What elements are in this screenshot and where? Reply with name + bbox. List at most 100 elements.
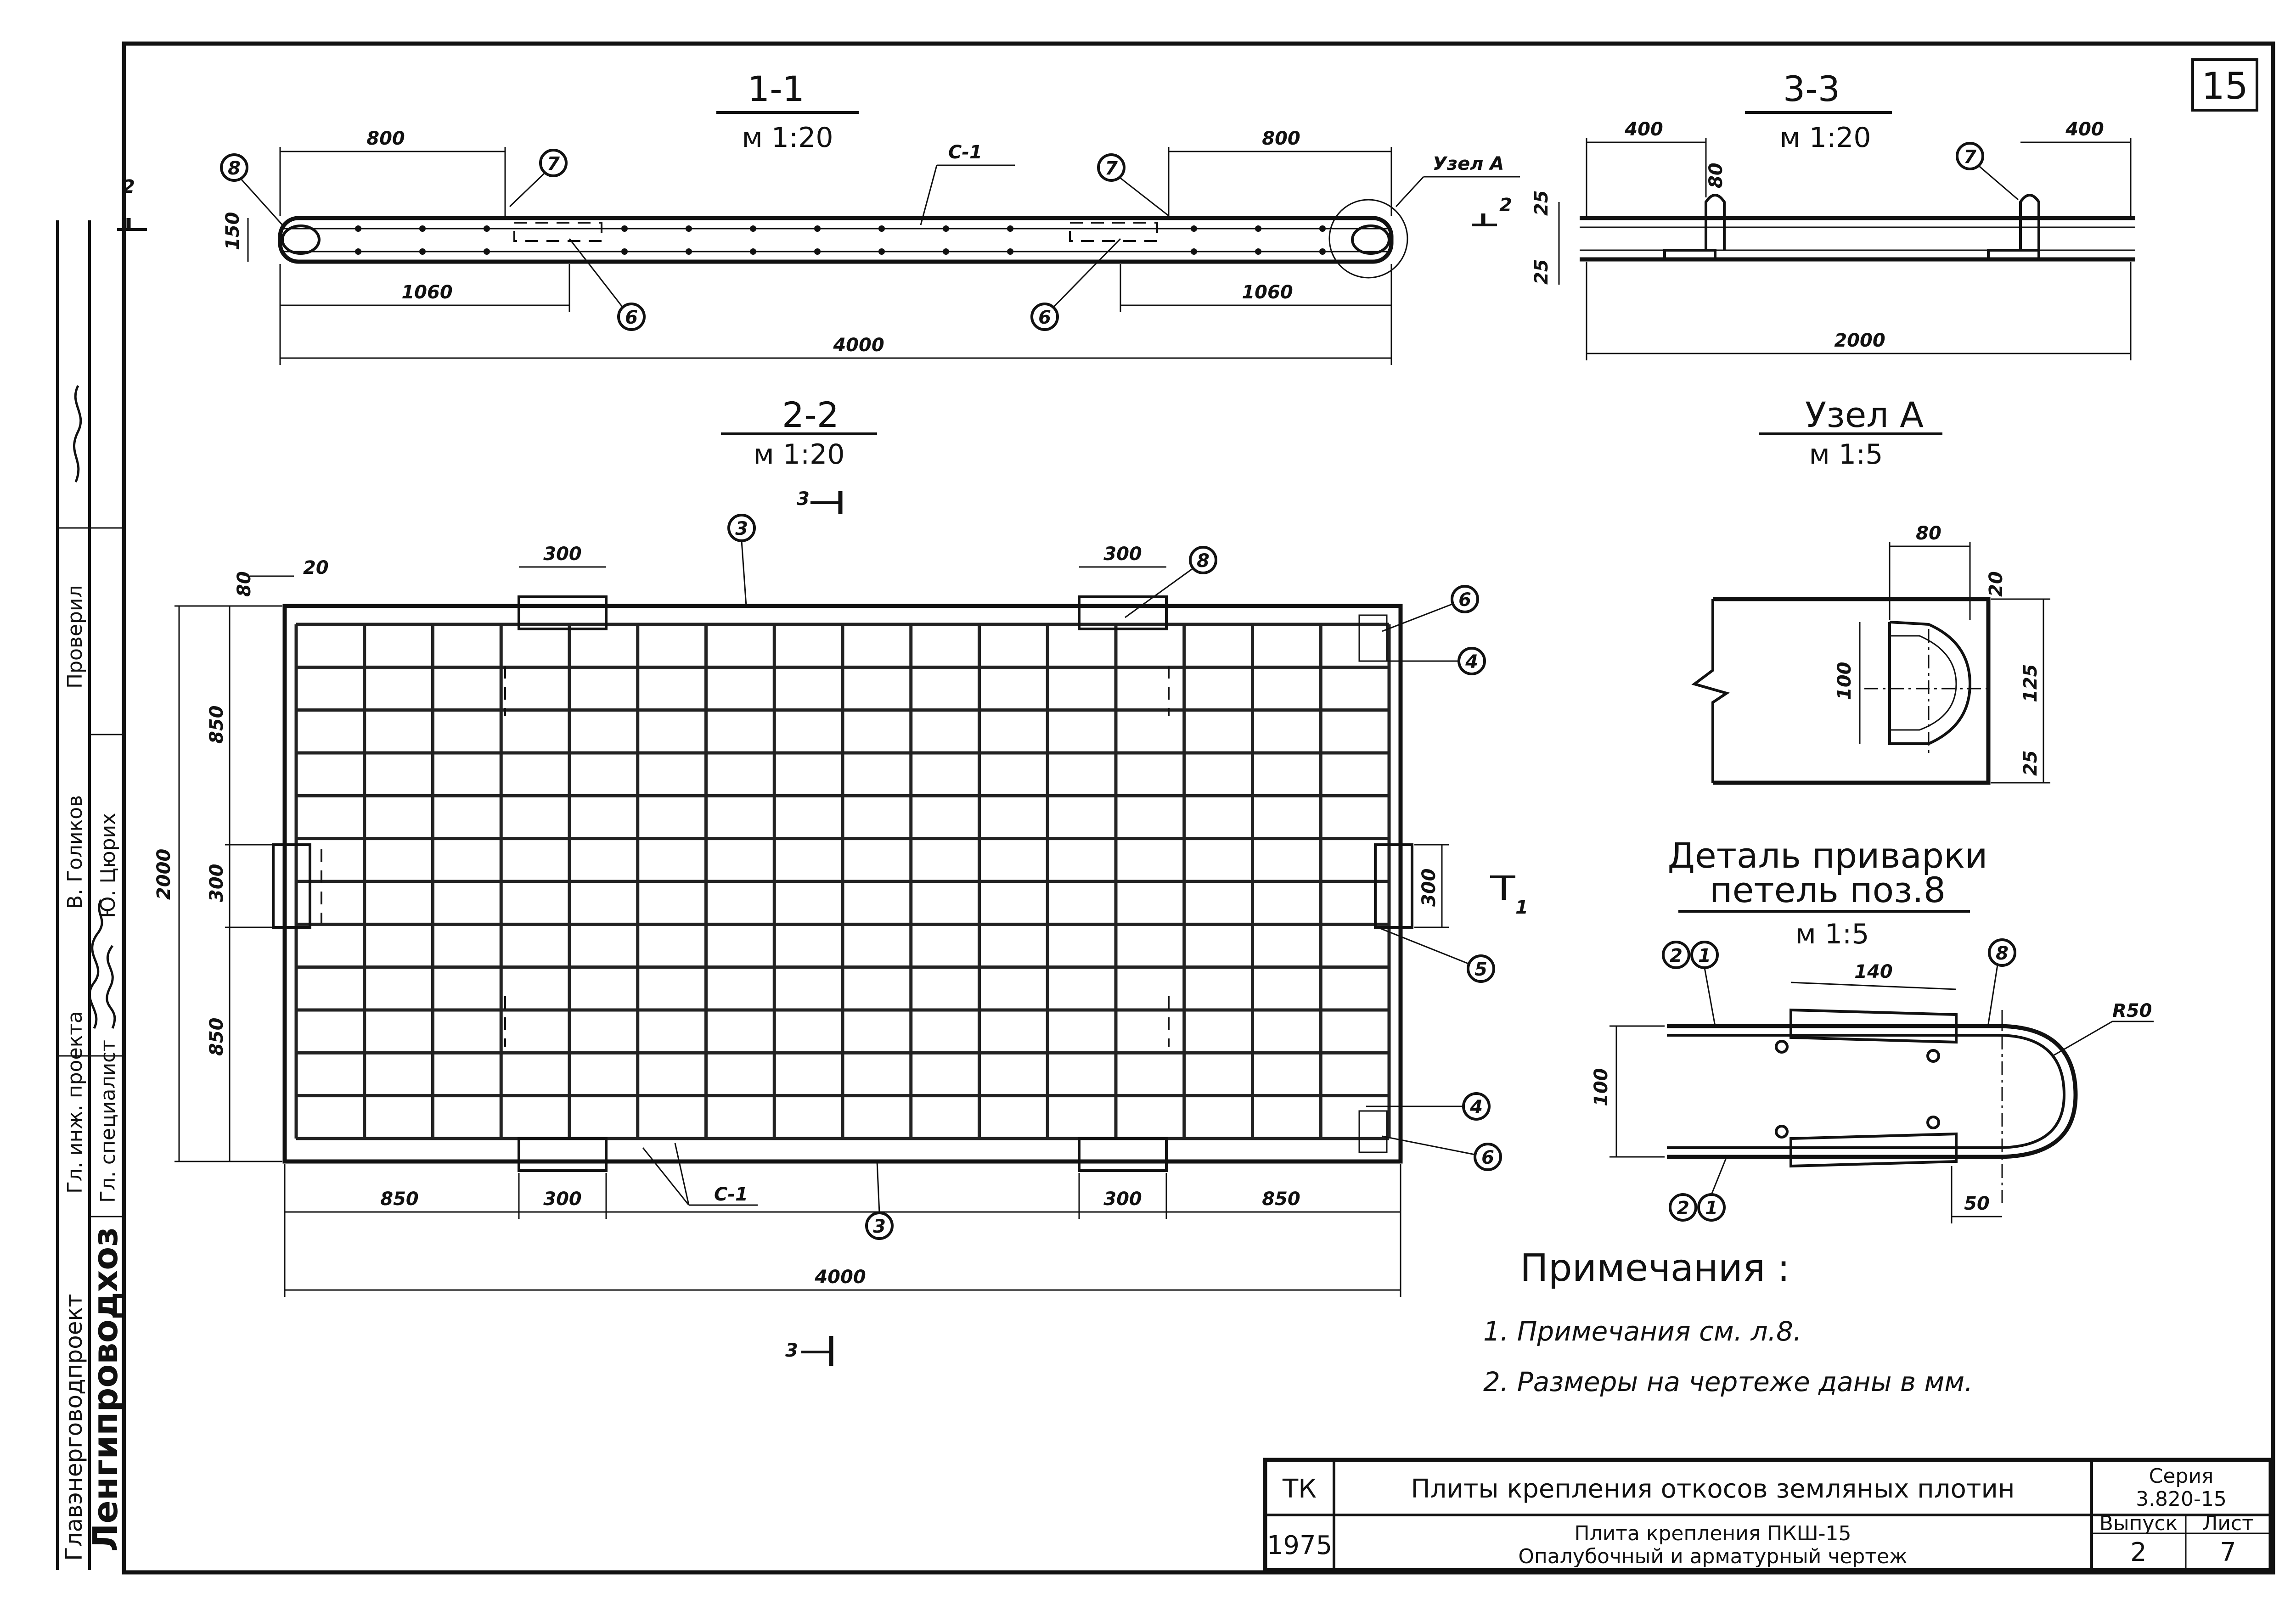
section-3-3-title: 3-3 (1783, 68, 1840, 109)
weld-title-2: петель поз.8 (1710, 870, 1946, 910)
dim-850-upper: 850 (206, 706, 227, 744)
mark-7b-s11: 7 (1105, 158, 1118, 179)
section-2-2-scale: м 1:20 (753, 438, 844, 471)
rebar-grid (294, 623, 1391, 1140)
node-a-scale: м 1:5 (1809, 438, 1883, 471)
dim-4000-s22: 4000 (814, 1267, 866, 1288)
section-3-3-scale: м 1:20 (1779, 122, 1871, 154)
node-a-label: Узел А (1433, 153, 1504, 174)
sheet-number-box: 15 (2191, 58, 2258, 112)
cut-mark-2-right: 2 (1499, 195, 1512, 216)
signature-2 (106, 945, 116, 1029)
tb-series-value: 3.820-15 (2136, 1487, 2227, 1511)
mark-c1-s11: С-1 (948, 142, 982, 163)
tb-sheet-title-2: Опалубочный и арматурный чертеж (1518, 1545, 1907, 1568)
dim-400-left-s33: 400 (1624, 119, 1663, 140)
dim-25-bot-s33: 25 (1531, 259, 1552, 285)
signature-1 (88, 899, 103, 1029)
mark-4-bottom: 4 (1469, 1097, 1483, 1118)
weld-dim-50: 50 (1964, 1193, 1990, 1214)
node-a-title: Узел А (1805, 394, 1924, 435)
sheet-number: 15 (2201, 65, 2248, 107)
side-stamp-role3: Проверил (63, 585, 87, 689)
tb-org-code: ТК (1282, 1474, 1317, 1504)
section-1-1-bar-dots (355, 225, 1326, 255)
dim-2000-s22: 2000 (153, 849, 174, 900)
weld-mark-2a: 2 (1670, 945, 1683, 966)
weld-scale: м 1:5 (1795, 918, 1869, 950)
tb-issue-label: Выпуск (2099, 1512, 2178, 1535)
section-2-2: 2-2 м 1:20 2000 850 300 850 80 20 300 30… (153, 394, 1528, 1366)
weld-mark-1a: 1 (1698, 945, 1711, 966)
weld-title-1: Деталь приварки (1668, 835, 1988, 876)
dim-1060-left: 1060 (401, 282, 452, 303)
cut-mark-1: 1 (1515, 897, 1528, 918)
dim-850-bottom-right: 850 (1262, 1189, 1300, 1210)
dim-300-bottom-right: 300 (1103, 1189, 1142, 1210)
mark-c1-s22: С-1 (714, 1184, 748, 1205)
dim-300-top-left: 300 (543, 544, 582, 565)
weld-dim-100: 100 (1591, 1068, 1612, 1107)
mark-7a-s11: 7 (547, 153, 560, 174)
mark-8-s22: 8 (1197, 550, 1210, 572)
node-a-dim-25: 25 (2020, 750, 2041, 776)
section-1-1-scale: м 1:20 (742, 122, 833, 154)
mark-3-top: 3 (735, 518, 748, 539)
side-stamp: Ленгипроводхоз Главэнерговодпроект Гл. с… (56, 220, 125, 1570)
node-a-dim-20: 20 (1986, 571, 2007, 597)
cut-mark-2-left: 2 (122, 176, 135, 197)
dim-2000-s33: 2000 (1834, 330, 1885, 351)
mark-6a-s11: 6 (625, 307, 638, 328)
node-a-dim-125: 125 (2020, 664, 2041, 703)
node-a-detail: Узел А м 1:5 80 20 100 125 25 (1691, 394, 2050, 785)
section-1-1: 1-1 м 1:20 800 800 (117, 68, 1520, 365)
mark-8-s11: 8 (228, 158, 241, 179)
side-stamp-department: Главэнерговодпроект (61, 1294, 87, 1561)
dim-800-right: 800 (1262, 128, 1300, 149)
tb-sheet-title-1: Плита крепления ПКШ-15 (1575, 1522, 1851, 1545)
tb-project-title: Плиты крепления откосов земляных плотин (1411, 1474, 2015, 1504)
dim-4000-s11: 4000 (833, 335, 884, 356)
tb-sheet-value: 7 (2220, 1537, 2236, 1567)
sheet-frame (122, 41, 2275, 1575)
node-a-loop (1888, 621, 1972, 745)
note-2: 2. Размеры на чертеже даны в мм. (1483, 1366, 1973, 1397)
tb-sheet-label: Лист (2202, 1512, 2254, 1535)
node-a-dim-80: 80 (1916, 523, 1941, 544)
side-stamp-role1: Гл. специалист (96, 1040, 120, 1203)
notes: Примечания : 1. Примечания см. л.8. 2. Р… (1483, 1246, 1973, 1397)
title-block: ТК 1975 Плиты крепления откосов земляных… (1263, 1458, 2273, 1572)
side-stamp-role2: Гл. инж. проекта (63, 1011, 87, 1194)
notes-heading: Примечания : (1520, 1246, 1790, 1290)
dim-300-top-right: 300 (1103, 544, 1142, 565)
mark-6b-s11: 6 (1038, 307, 1051, 328)
node-a-dim-100: 100 (1834, 662, 1855, 701)
tb-series-label: Серия (2149, 1464, 2214, 1488)
weld-mark-2b: 2 (1677, 1198, 1689, 1219)
tb-issue-value: 2 (2130, 1537, 2147, 1567)
signature-3 (73, 385, 82, 482)
dim-80-edge: 80 (234, 571, 255, 597)
weld-detail: Деталь приварки петель поз.8 м 1:5 140 1… (1591, 835, 2154, 1223)
weld-mark-1b: 1 (1705, 1198, 1718, 1219)
dim-20-edge: 20 (303, 557, 329, 578)
dim-25-top-s33: 25 (1531, 190, 1552, 216)
cut-mark-3-top: 3 (797, 488, 810, 510)
dim-850-bottom-left: 850 (380, 1189, 419, 1210)
section-1-1-title: 1-1 (748, 68, 805, 109)
dim-300-middle: 300 (206, 864, 227, 903)
side-stamp-org: Ленгипроводхоз (86, 1227, 125, 1552)
mark-4-top: 4 (1465, 651, 1478, 673)
dim-400-right-s33: 400 (2065, 119, 2104, 140)
dim-1060-right: 1060 (1242, 282, 1293, 303)
side-stamp-name2: В. Голиков (63, 795, 87, 909)
loop-right-s33 (2019, 194, 2040, 250)
weld-dim-r50: R50 (2112, 1000, 2152, 1021)
note-1: 1. Примечания см. л.8. (1483, 1316, 1801, 1347)
dim-850-lower: 850 (206, 1018, 227, 1056)
mark-3-bottom: 3 (873, 1216, 886, 1237)
dim-150: 150 (222, 212, 243, 251)
mark-6-bottom: 6 (1481, 1147, 1494, 1168)
mark-7-s33: 7 (1964, 146, 1976, 168)
